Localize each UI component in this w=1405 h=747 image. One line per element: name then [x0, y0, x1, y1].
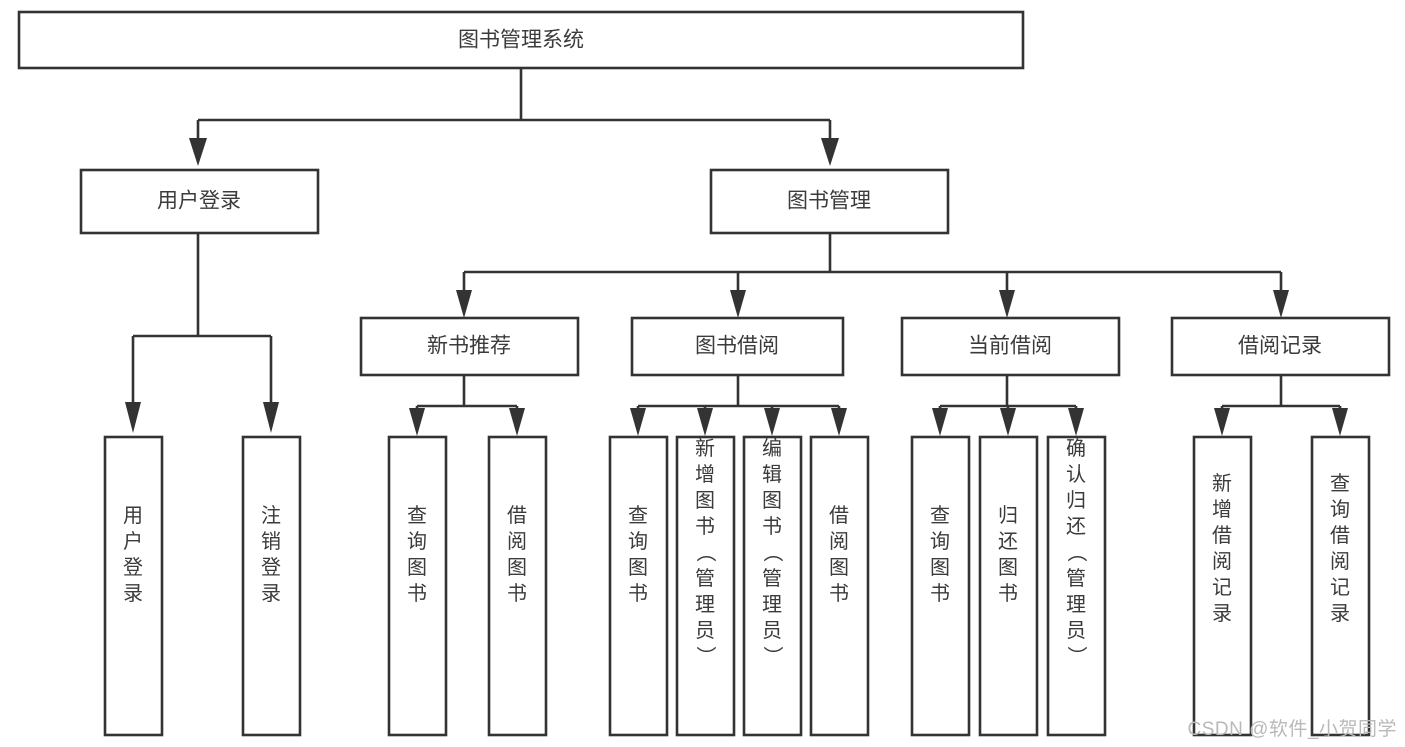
node-leaf-borrow-book-newbook[interactable]: 借阅图书: [487, 435, 548, 737]
arrow-to-leaf-edit-book: [764, 408, 780, 436]
node-leaf-query-book-newbook[interactable]: 查询图书: [387, 435, 448, 737]
node-user-login[interactable]: 用户登录: [79, 168, 320, 235]
node-current-borrow-box[interactable]: [900, 316, 1121, 377]
node-leaf-logout-box[interactable]: [241, 435, 302, 737]
node-borrow-record-label: 借阅记录: [1238, 335, 1322, 358]
node-leaf-borrow-book-borrow[interactable]: 借阅图书: [809, 435, 870, 737]
node-leaf-add-borrow-record[interactable]: 新增借阅记录: [1192, 435, 1253, 737]
node-leaf-return-book-label: 归还图书: [998, 504, 1018, 605]
node-leaf-edit-book-admin-box[interactable]: [742, 435, 803, 737]
node-leaf-return-book-box[interactable]: [978, 435, 1039, 737]
node-root-box[interactable]: [17, 10, 1025, 70]
node-leaf-borrow-book-newbook-box[interactable]: [487, 435, 548, 737]
node-leaf-query-book-current-label: 查询图书: [930, 504, 950, 605]
arrow-to-leaf-logout: [263, 402, 279, 433]
node-leaf-logout-label: 注销登录: [261, 504, 281, 605]
node-leaf-user-login-box[interactable]: [103, 435, 164, 737]
node-leaf-confirm-return-admin-label: 确认归还（管理员）: [1066, 437, 1087, 668]
node-leaf-user-login-label: 用户登录: [123, 505, 143, 605]
node-leaf-query-book-newbook-box[interactable]: [387, 435, 448, 737]
node-leaf-edit-book-admin[interactable]: 编辑图书（管理员）: [742, 435, 803, 737]
node-leaf-borrow-book-newbook-label: 借阅图书: [507, 504, 527, 605]
node-leaf-logout[interactable]: 注销登录: [241, 435, 302, 737]
node-current-borrow-label: 当前借阅: [968, 335, 1052, 358]
node-leaf-borrow-book-borrow-box[interactable]: [809, 435, 870, 737]
node-borrow-record-box[interactable]: [1170, 316, 1391, 377]
arrow-to-leaf-user-login: [125, 402, 141, 433]
node-user-login-box[interactable]: [79, 168, 320, 235]
arrow-to-leaf-borrow-book-newbook: [509, 408, 525, 436]
arrow-root-to-user-login: [189, 138, 207, 166]
node-current-borrow[interactable]: 当前借阅: [900, 316, 1121, 377]
arrow-to-leaf-add-borrow-record: [1214, 408, 1230, 436]
node-book-borrow-box[interactable]: [630, 316, 845, 377]
node-leaf-add-book-admin[interactable]: 新增图书（管理员）: [675, 435, 736, 737]
node-leaf-user-login[interactable]: 用户登录: [103, 435, 164, 737]
node-leaf-query-book-borrow-label: 查询图书: [628, 504, 648, 605]
arrow-root-to-book-manage: [821, 138, 839, 166]
node-leaf-borrow-book-borrow-label: 借阅图书: [829, 504, 849, 605]
arrow-to-leaf-borrow-book-borrow: [831, 408, 847, 436]
node-user-login-label: 用户登录: [157, 190, 241, 213]
node-root-label: 图书管理系统: [458, 29, 584, 52]
node-borrow-record[interactable]: 借阅记录: [1170, 316, 1391, 377]
node-leaf-confirm-return-admin[interactable]: 确认归还（管理员）: [1046, 435, 1107, 737]
arrow-to-borrow-record: [1273, 290, 1289, 318]
node-leaf-add-borrow-record-box[interactable]: [1192, 435, 1253, 737]
node-leaf-query-borrow-record[interactable]: 查询借阅记录: [1310, 435, 1371, 737]
node-leaf-add-book-admin-label: 新增图书（管理员）: [695, 437, 716, 668]
node-leaf-query-book-current-box[interactable]: [910, 435, 971, 737]
node-leaf-query-book-borrow[interactable]: 查询图书: [608, 435, 669, 737]
node-book-borrow-label: 图书借阅: [695, 335, 779, 358]
arrow-to-book-borrow: [730, 290, 746, 318]
node-book-borrow[interactable]: 图书借阅: [630, 316, 845, 377]
node-new-book-recommend-label: 新书推荐: [427, 335, 511, 358]
node-new-book-recommend-box[interactable]: [359, 316, 580, 377]
node-book-manage-box[interactable]: [709, 168, 950, 235]
node-leaf-query-borrow-record-box[interactable]: [1310, 435, 1371, 737]
node-leaf-edit-book-admin-label: 编辑图书（管理员）: [762, 437, 783, 668]
node-leaf-add-borrow-record-label: 新增借阅记录: [1212, 472, 1232, 625]
node-leaf-query-book-current[interactable]: 查询图书: [910, 435, 971, 737]
arrow-to-leaf-confirm-return: [1068, 408, 1084, 436]
arrow-to-leaf-query-book-borrow: [630, 408, 646, 436]
arrow-to-current-borrow: [999, 290, 1015, 318]
node-book-manage[interactable]: 图书管理: [709, 168, 950, 235]
node-new-book-recommend[interactable]: 新书推荐: [359, 316, 580, 377]
node-leaf-return-book[interactable]: 归还图书: [978, 435, 1039, 737]
node-leaf-query-borrow-record-label: 查询借阅记录: [1330, 472, 1350, 625]
node-root[interactable]: 图书管理系统: [17, 10, 1025, 70]
connector-layer: [125, 68, 1348, 436]
arrow-to-leaf-add-book: [697, 408, 713, 436]
node-leaf-query-book-borrow-box[interactable]: [608, 435, 669, 737]
arrow-to-leaf-query-book-current: [932, 408, 948, 436]
arrow-to-new-book-recommend: [456, 290, 472, 318]
arrow-to-leaf-query-book-newbook: [409, 408, 425, 436]
arrow-to-leaf-query-borrow-record: [1332, 408, 1348, 436]
node-leaf-query-book-newbook-label: 查询图书: [407, 504, 427, 605]
node-leaf-confirm-return-admin-box[interactable]: [1046, 435, 1107, 737]
node-leaf-add-book-admin-box[interactable]: [675, 435, 736, 737]
node-book-manage-label: 图书管理: [787, 190, 871, 213]
arrow-to-leaf-return-book: [1000, 408, 1016, 436]
